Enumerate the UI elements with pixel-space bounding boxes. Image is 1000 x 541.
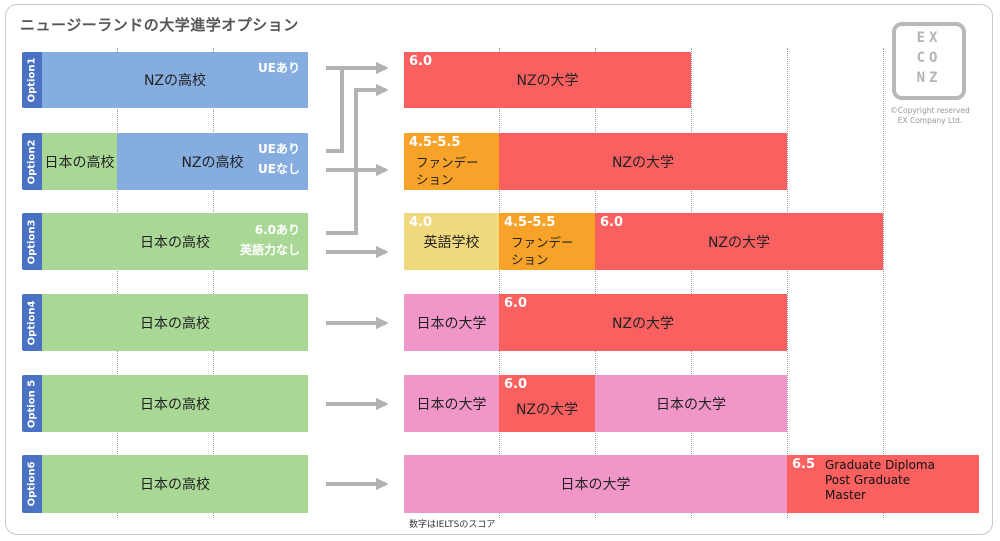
grid-line (691, 48, 692, 518)
nz-university-box: 6.0 NZの大学 (499, 294, 787, 351)
nz-university-box: 6.0 NZの大学 (404, 52, 691, 108)
grid-line (117, 48, 118, 518)
graduate-programs-list: Graduate Diploma Post Graduate Master (825, 458, 935, 502)
language-school-box: 4.0 英語学校 (404, 213, 499, 270)
arrow-option3-to-nz-university (326, 83, 389, 235)
grid-line (883, 48, 884, 518)
foundation-box: 4.5-5.5 ファンデー ション (404, 133, 499, 190)
ex-company-logo: EX CO NZ (892, 22, 966, 100)
jp-high-school-box: 日本の高校 6.0あり 英語力なし (42, 213, 308, 270)
grid-line (787, 48, 788, 518)
jp-university-box: 日本の大学 (404, 294, 499, 351)
nz-university-box: 6.0 NZの大学 (499, 375, 595, 432)
grid-line (213, 48, 214, 518)
option-tag: Option3 (22, 213, 42, 270)
jp-high-school-box: 日本の高校 (42, 294, 308, 351)
foundation-box: 4.5-5.5 ファンデー ション (499, 213, 595, 270)
arrow-option2-to-nz-university (326, 66, 356, 153)
option-tag: Option4 (22, 294, 42, 351)
jp-university-box: 日本の大学 (595, 375, 787, 432)
option-tag: Option2 (22, 133, 42, 190)
option-tag: Option6 (22, 455, 42, 513)
grid-line (595, 48, 596, 518)
grid-line (499, 48, 500, 518)
score-note: 数字はIELTSのスコア (409, 520, 496, 530)
graduate-programs-box: 6.5 Graduate Diploma Post Graduate Maste… (787, 455, 979, 513)
nz-high-school-box: NZの高校 UEあり UEなし (117, 133, 308, 190)
copyright-notice: ©Copyright reserved EX Company Ltd. (890, 106, 970, 125)
jp-university-box: 日本の大学 (404, 375, 499, 432)
jp-high-school-box: 日本の高校 (42, 455, 308, 513)
nz-university-box: NZの大学 (499, 133, 787, 190)
nz-high-school-box: NZの高校 UEあり (42, 52, 308, 108)
option-tag: Option 5 (22, 375, 42, 432)
option-tag: Option1 (22, 52, 42, 108)
jp-university-box: 日本の大学 (404, 455, 787, 513)
jp-high-school-box: 日本の高校 (42, 375, 308, 432)
jp-high-school-box: 日本の高校 (42, 133, 117, 190)
diagram-title: ニュージーランドの大学進学オプション (20, 16, 299, 34)
nz-university-box: 6.0 NZの大学 (595, 213, 883, 270)
